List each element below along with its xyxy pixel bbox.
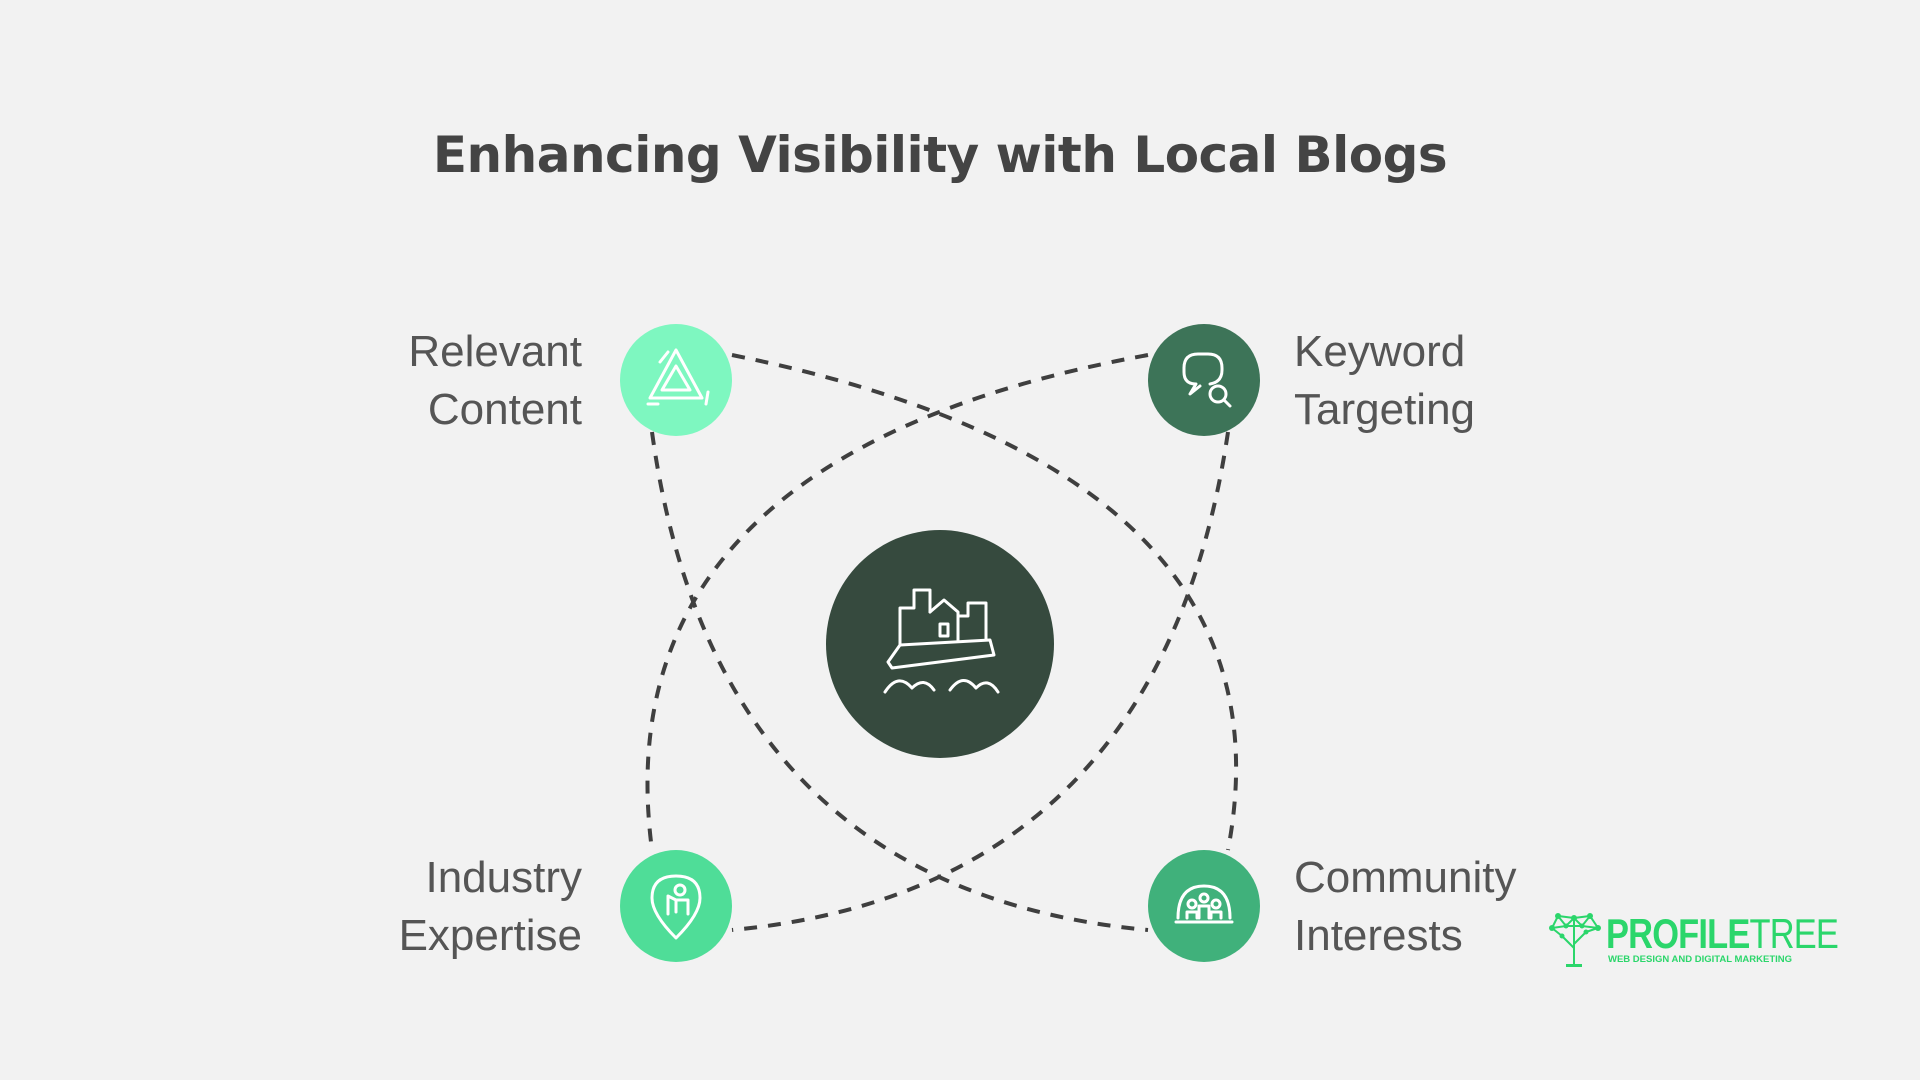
city-skyline-icon	[883, 588, 1000, 694]
node-keyword-targeting	[1148, 324, 1260, 436]
logo-tagline: WEB DESIGN AND DIGITAL MARKETING	[1608, 954, 1793, 965]
connector-arc-keyword-expertise-inner	[645, 353, 1149, 851]
community-group-icon	[1174, 884, 1234, 924]
label-relevant-content-line1: Relevant	[408, 327, 582, 376]
label-keyword-targeting: Keyword Targeting	[1294, 323, 1475, 439]
triangle-cycle-icon	[646, 348, 710, 406]
label-relevant-content: Relevant Content	[408, 323, 582, 439]
speech-search-icon	[1182, 352, 1232, 408]
label-community-interests-line2: Interests	[1294, 911, 1463, 960]
logo-name-bold: PROFILE	[1606, 910, 1750, 957]
label-keyword-targeting-line2: Targeting	[1294, 385, 1476, 434]
label-keyword-targeting-line1: Keyword	[1294, 327, 1466, 376]
label-industry-expertise: Industry Expertise	[399, 849, 582, 965]
page-title: Enhancing Visibility with Local Blogs	[432, 126, 1448, 184]
label-community-interests-line1: Community	[1294, 853, 1517, 902]
label-industry-expertise-line2: Expertise	[398, 911, 582, 960]
center-hub	[826, 530, 1054, 758]
node-community-interests	[1148, 850, 1260, 962]
tree-network-icon	[1549, 913, 1601, 967]
node-industry-expertise	[620, 850, 732, 962]
expert-location-icon	[650, 874, 702, 940]
profiletree-logo: PROFILETREE WEB DESIGN AND DIGITAL MARKE…	[1542, 908, 1839, 968]
label-relevant-content-line2: Content	[427, 385, 582, 434]
connector-arc-relevant-community	[731, 353, 1238, 851]
label-industry-expertise-line1: Industry	[425, 853, 582, 902]
connector-arc-keyword-expertise	[731, 431, 1230, 932]
label-community-interests: Community Interests	[1294, 849, 1517, 965]
logo-name-thin: TREE	[1749, 910, 1839, 957]
node-relevant-content	[620, 324, 732, 436]
connector-arc-relevant-community-inner	[650, 431, 1149, 932]
logo-wordmark: PROFILETREE	[1606, 910, 1839, 958]
